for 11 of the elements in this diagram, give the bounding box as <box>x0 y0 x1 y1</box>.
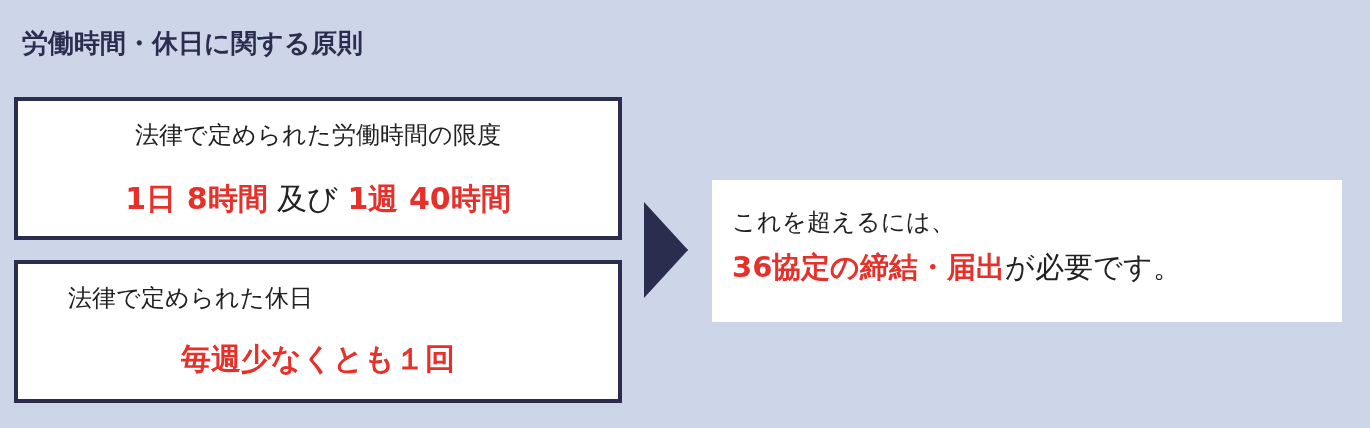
arrow <box>643 202 689 298</box>
text-box <box>712 180 1342 322</box>
box-text: 毎週少なくとも１回 <box>180 340 456 378</box>
text-box <box>14 97 622 240</box>
box-heading: これを超えるには、 <box>732 207 955 238</box>
text-box <box>14 260 622 403</box>
diagram-title: 労働時間・休日に関する原則 <box>22 27 363 60</box>
box-text: 1日 8時間 及び 1週 40時間 <box>124 180 512 218</box>
box-text: 36協定の締結・届出が必要です。 <box>732 249 1183 286</box>
box-heading: 法律で定められた労働時間の限度 <box>134 120 502 151</box>
box-heading: 法律で定められた休日 <box>68 283 313 314</box>
